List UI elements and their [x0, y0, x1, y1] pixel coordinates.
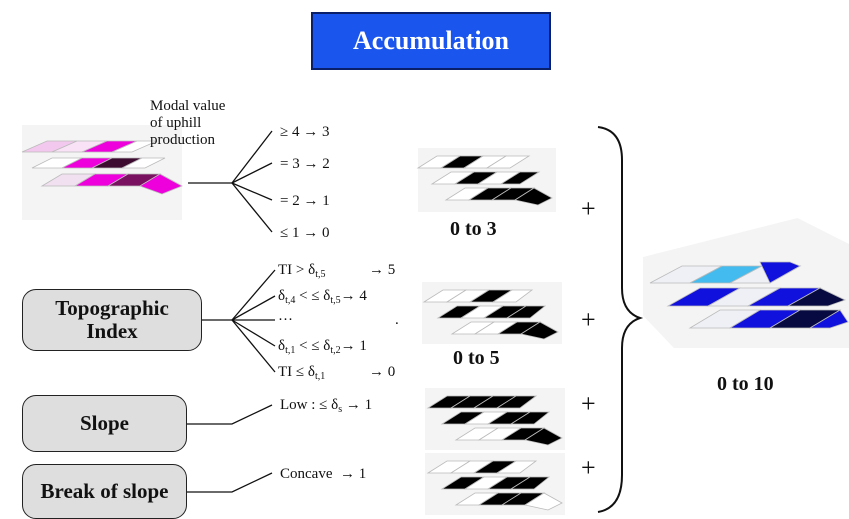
slope-binary-grid	[426, 395, 563, 446]
title-text: Accumulation	[353, 26, 509, 55]
modal-range-label: 0 to 3	[450, 218, 497, 240]
total-range-label: 0 to 10	[717, 373, 774, 395]
blue-cell-11	[808, 309, 849, 329]
ti-rule-ellipsis: ··· .	[278, 312, 399, 328]
plus-sign-1: +	[581, 194, 596, 223]
break-branch-lines	[187, 472, 273, 493]
ti-rule-1: δt,1 < ≤ δt,2→ 1	[278, 338, 367, 356]
modal-rule-1: = 3 → 2	[280, 156, 330, 172]
ti-rule-4: δt,4 < ≤ δt,5→ 4	[278, 288, 367, 306]
modal-binary-grid	[416, 155, 553, 206]
modal-rule-2: = 2 → 1	[280, 193, 330, 209]
pink-cell-7	[121, 157, 166, 169]
break-binary-grid	[426, 460, 563, 511]
plus-sign-2: +	[581, 305, 596, 334]
ti-rule-5: TI > δt,5 → 5	[278, 262, 396, 280]
slope-branch-lines	[187, 404, 273, 425]
slope-label: Slope	[79, 411, 129, 435]
slope-box: Slope	[22, 395, 187, 452]
plus-sign-3: +	[581, 389, 596, 418]
break-of-slope-label: Break of slope	[40, 479, 169, 503]
modal-branch-lines	[188, 130, 273, 233]
pink-cell-11	[139, 173, 183, 195]
break-rule: Concave → 1	[280, 466, 367, 482]
modal-rule-0: ≥ 4 → 3	[280, 124, 330, 140]
ti-branch-lines	[202, 269, 276, 373]
topographic-index-label: Topographic Index	[55, 296, 169, 343]
break-of-slope-box: Break of slope	[22, 464, 187, 519]
modal-value-label: Modal value of uphill production	[150, 98, 226, 148]
ti-binary-grid	[422, 289, 559, 340]
blue-grid	[649, 261, 849, 329]
combine-brace	[597, 126, 644, 513]
modal-rule-3: ≤ 1 → 0	[280, 225, 330, 241]
ti-rule-0: TI ≤ δt,1 → 0	[278, 364, 396, 382]
title-box: Accumulation	[311, 12, 551, 70]
blue-cell-3	[759, 261, 801, 284]
ti-range-label: 0 to 5	[453, 347, 500, 369]
slope-rule: Low : ≤ δs → 1	[280, 397, 373, 415]
pink-cell-3	[111, 140, 158, 153]
blue-cell-7	[786, 287, 847, 307]
plus-sign-4: +	[581, 453, 596, 482]
topographic-index-box: Topographic Index	[22, 289, 202, 351]
pink-grid	[21, 140, 183, 195]
